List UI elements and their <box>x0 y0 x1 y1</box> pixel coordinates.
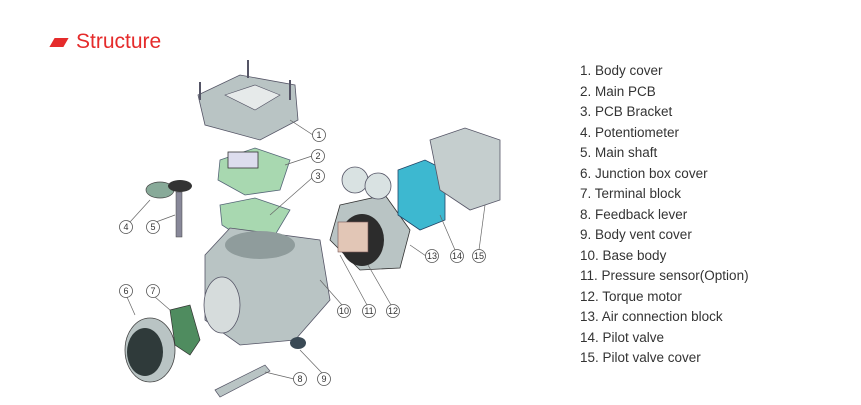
legend-item: 2. Main PCB <box>580 83 656 99</box>
feedback-lever-part <box>214 364 271 398</box>
svg-text:10: 10 <box>339 306 349 316</box>
legend-item: 1. Body cover <box>580 63 663 78</box>
legend-item: 15. Pilot valve cover <box>580 350 701 365</box>
potentiometer-part <box>145 180 192 238</box>
callout-5: 5 <box>146 220 160 234</box>
leader-lines <box>126 119 486 380</box>
callout-13: 13 <box>425 249 439 263</box>
legend-item: 10. Base body <box>580 247 667 263</box>
legend-item: 14. Pilot valve <box>580 329 665 345</box>
callout-15: 15 <box>472 249 486 263</box>
svg-text:2: 2 <box>315 151 320 161</box>
legend-item: 5. Main shaft <box>580 145 658 160</box>
main-pcb-part <box>217 147 291 196</box>
callout-9: 9 <box>317 372 331 386</box>
legend-item: 8. Feedback lever <box>580 206 688 222</box>
svg-text:14: 14 <box>452 251 462 261</box>
body-vent-cover-part <box>290 337 306 349</box>
svg-text:1: 1 <box>316 130 321 140</box>
legend-item: 13. Air connection block <box>580 309 723 324</box>
svg-text:15: 15 <box>474 251 484 261</box>
legend-item: 6. Junction box cover <box>580 165 708 181</box>
junction-box-cover-part <box>124 317 176 383</box>
callout-14: 14 <box>450 249 464 263</box>
legend-item: 3. PCB Bracket <box>580 104 673 119</box>
legend-item: 12. Torque motor <box>580 288 682 304</box>
body-cover-part <box>197 60 299 141</box>
callout-1: 1 <box>312 128 326 142</box>
svg-text:11: 11 <box>364 306 373 316</box>
pilot-valve-cover-part <box>429 127 501 211</box>
callout-6: 6 <box>119 284 133 298</box>
callout-4: 4 <box>119 220 133 234</box>
legend-item: 4. Potentiometer <box>580 124 680 140</box>
section-title: Structure <box>49 30 162 54</box>
svg-text:8: 8 <box>297 374 302 384</box>
svg-text:13: 13 <box>427 251 437 261</box>
callout-12: 12 <box>386 304 400 318</box>
callout-3: 3 <box>311 169 325 183</box>
svg-text:12: 12 <box>388 306 398 316</box>
legend-item: 7. Terminal block <box>580 186 682 201</box>
callout-10: 10 <box>337 304 351 318</box>
callout-11: 11 <box>362 304 376 318</box>
section-title-text: Structure <box>76 30 162 53</box>
base-body-part <box>203 227 331 346</box>
legend-item: 9. Body vent cover <box>580 227 692 242</box>
svg-text:7: 7 <box>150 286 155 296</box>
callout-7: 7 <box>146 284 160 298</box>
legend-item: 11. Pressure sensor(Option) <box>580 268 749 283</box>
callout-2: 2 <box>311 149 325 163</box>
terminal-block-part <box>169 304 201 356</box>
torque-motor-part <box>329 166 411 271</box>
pilot-valve-part <box>397 159 446 231</box>
svg-text:6: 6 <box>123 286 128 296</box>
svg-text:9: 9 <box>321 374 326 384</box>
svg-text:4: 4 <box>123 222 128 232</box>
svg-text:5: 5 <box>150 222 155 232</box>
callout-8: 8 <box>293 372 307 386</box>
svg-text:3: 3 <box>315 171 320 181</box>
parts-legend: 1. Body cover 2. Main PCB 3. PCB Bracket… <box>580 61 749 369</box>
